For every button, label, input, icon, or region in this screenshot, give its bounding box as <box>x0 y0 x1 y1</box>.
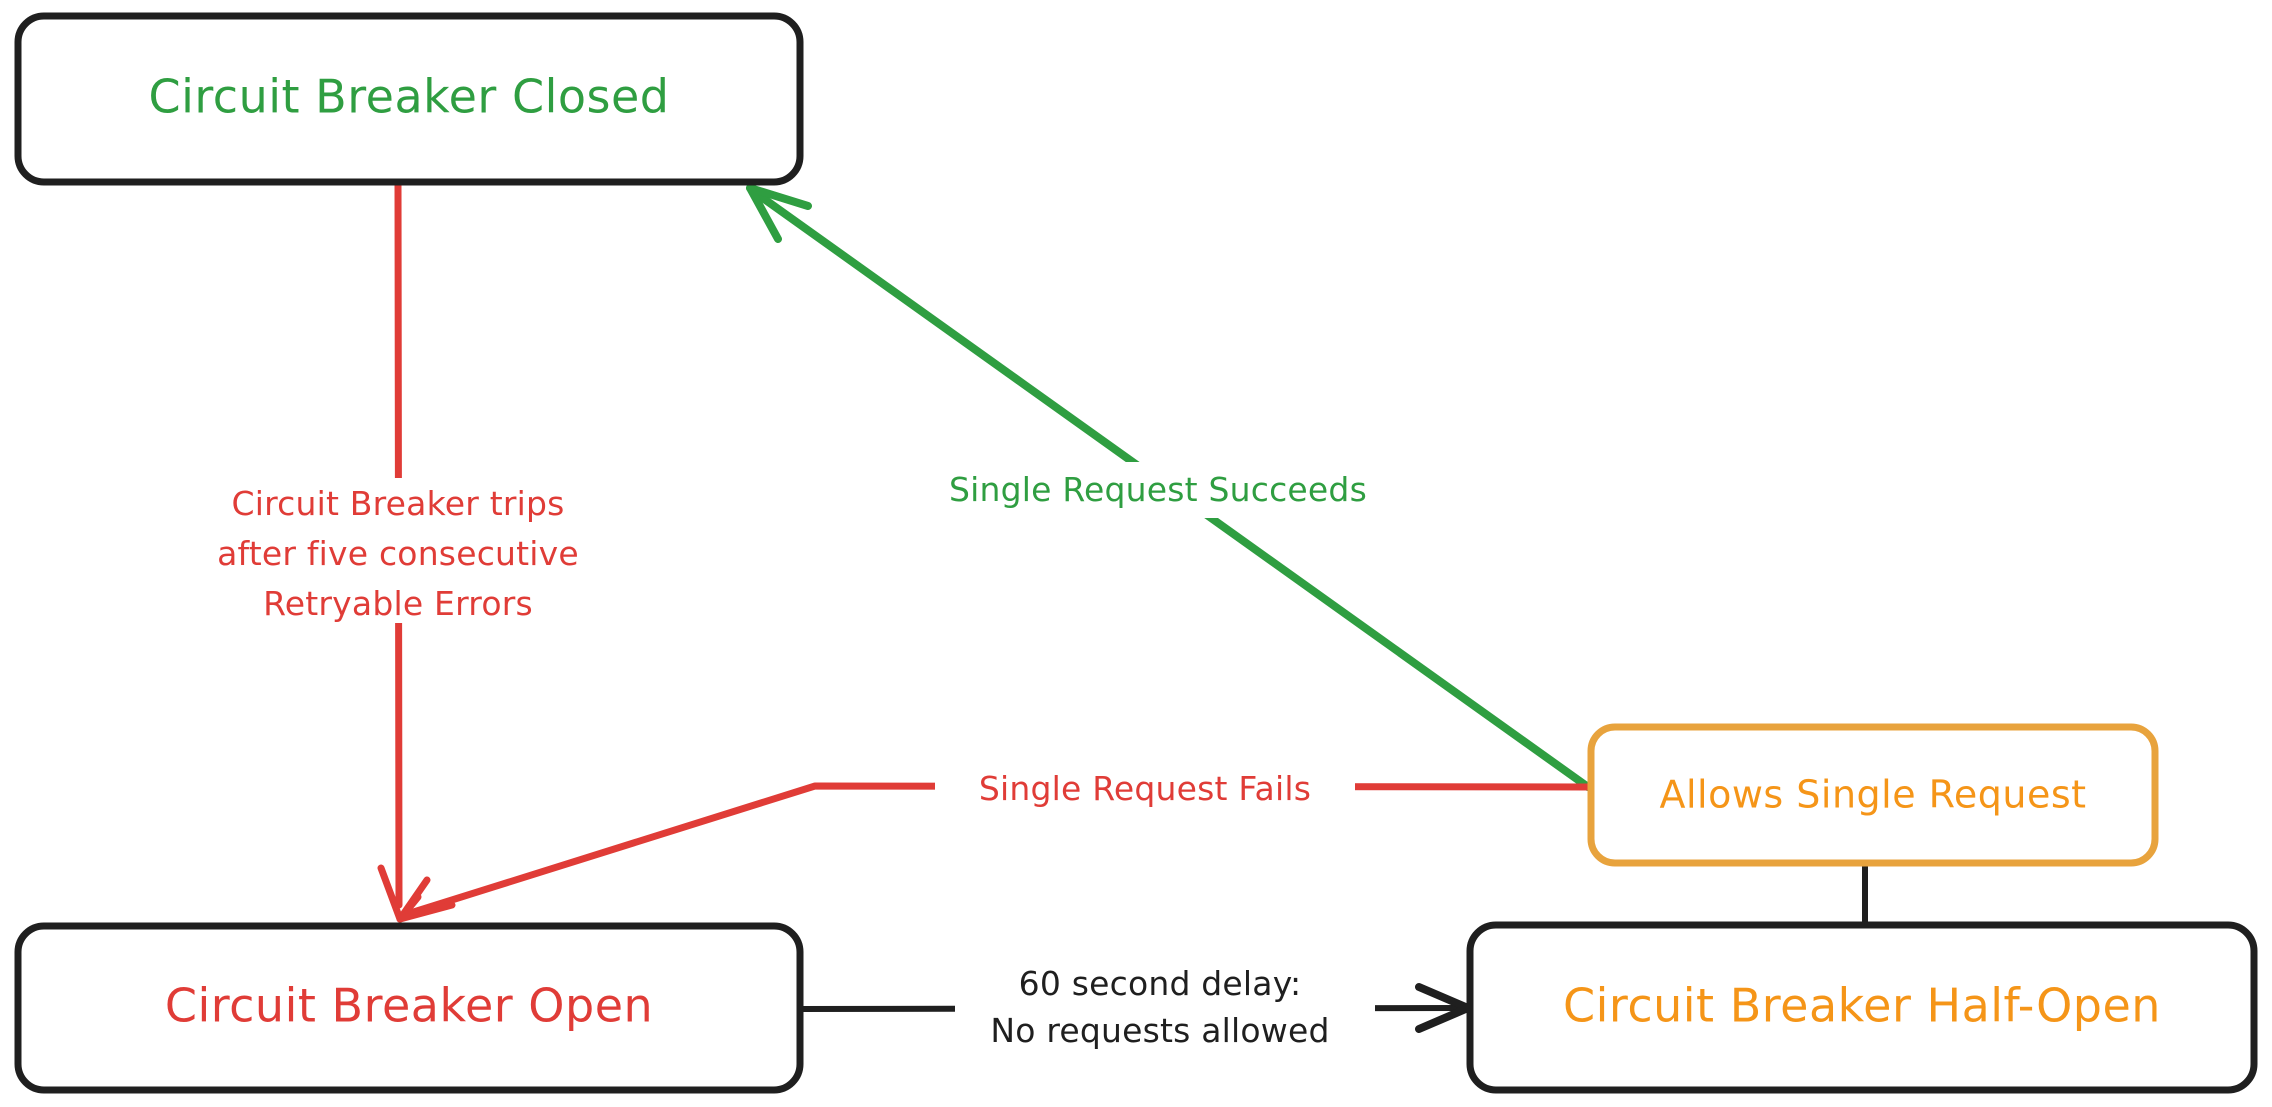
edge-allows-to-open-arrowhead <box>396 901 456 923</box>
edge-label-open-to-half-open-bg <box>955 955 1375 1065</box>
node-allows-single-request-box[interactable] <box>1587 723 2159 867</box>
edge-label-closed-to-open-line-3: Retryable Errors <box>263 584 533 623</box>
node-circuit-breaker-half-open-label: Circuit Breaker Half-Open <box>1563 979 2161 1033</box>
edge-label-allows-to-open: Single Request Fails <box>935 762 1355 814</box>
edge-label-closed-to-open-bg <box>182 478 627 623</box>
edge-label-closed-to-open-line-2: after five consecutive <box>217 534 579 573</box>
edge-allows-to-closed-arrowhead-bottom <box>746 184 782 243</box>
node-circuit-breaker-half-open[interactable]: Circuit Breaker Half-Open <box>1466 921 2258 1094</box>
edge-label-allows-to-closed: Single Request Succeeds <box>910 462 1400 518</box>
edge-allows-to-closed-arrowhead-top <box>746 184 812 210</box>
edge-label-open-to-half-open-line-2: No requests allowed <box>990 1011 1329 1050</box>
node-circuit-breaker-closed[interactable]: Circuit Breaker Closed <box>14 12 804 186</box>
edge-label-closed-to-open: Circuit Breaker trips after five consecu… <box>182 478 627 623</box>
node-circuit-breaker-open-label: Circuit Breaker Open <box>165 979 653 1033</box>
edge-label-allows-to-open-bg <box>935 762 1355 814</box>
edge-label-open-to-half-open-line-1: 60 second delay: <box>1019 964 1302 1003</box>
edge-label-open-to-half-open: 60 second delay: No requests allowed <box>955 955 1375 1065</box>
node-circuit-breaker-half-open-box[interactable] <box>1466 921 2258 1094</box>
node-circuit-breaker-closed-box[interactable] <box>14 12 804 186</box>
node-circuit-breaker-open-box[interactable] <box>14 922 804 1094</box>
node-circuit-breaker-closed-label: Circuit Breaker Closed <box>149 70 670 124</box>
edge-label-allows-to-open-text: Single Request Fails <box>979 769 1311 808</box>
node-circuit-breaker-open[interactable]: Circuit Breaker Open <box>14 922 804 1094</box>
node-allows-single-request-label: Allows Single Request <box>1659 773 2086 817</box>
node-allows-single-request[interactable]: Allows Single Request <box>1587 723 2159 867</box>
edge-label-allows-to-closed-bg <box>910 462 1400 518</box>
edge-label-closed-to-open-line-1: Circuit Breaker trips <box>231 484 564 523</box>
edge-label-allows-to-closed-text: Single Request Succeeds <box>949 470 1367 509</box>
